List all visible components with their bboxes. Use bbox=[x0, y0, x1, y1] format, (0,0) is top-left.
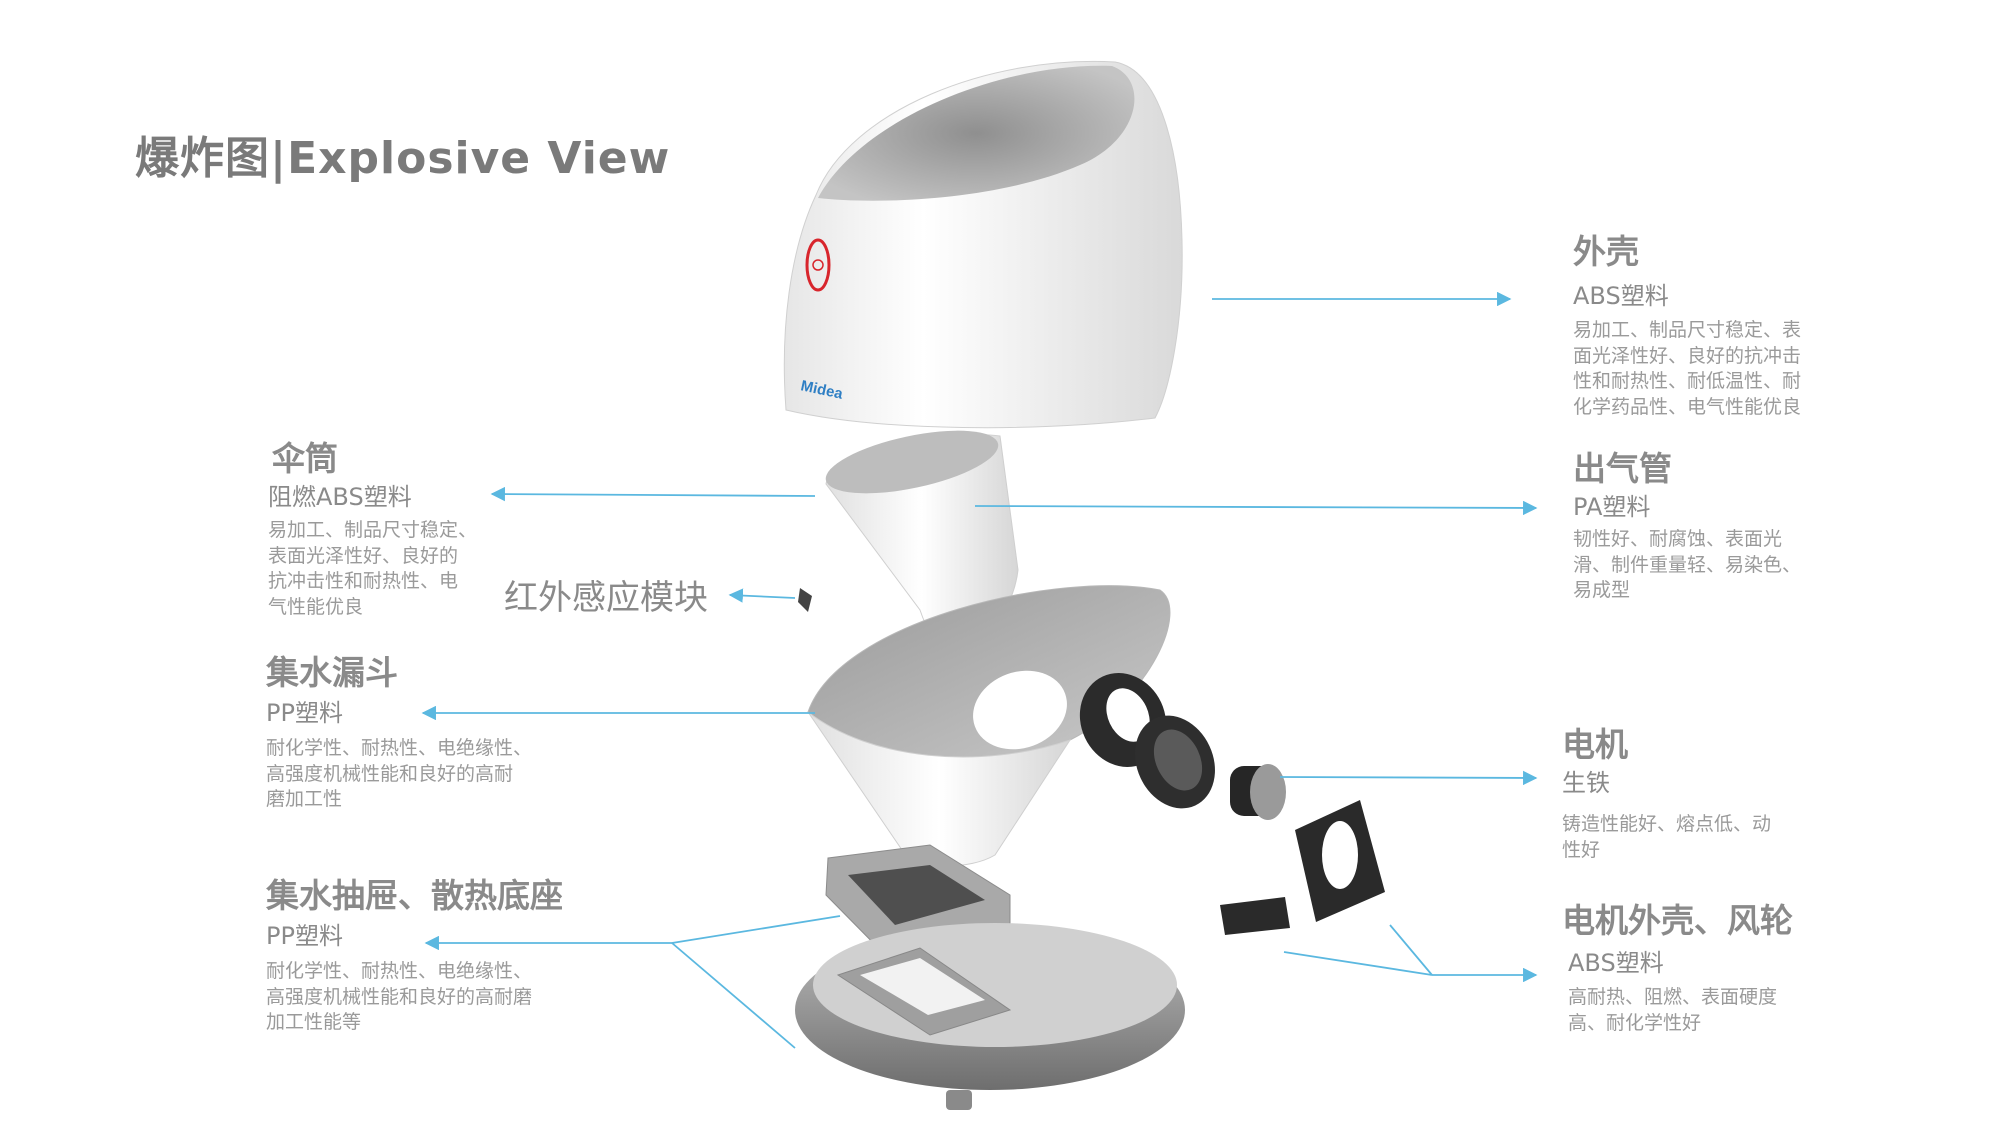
shell-material: ABS塑料 bbox=[1573, 282, 1669, 310]
page-title: 爆炸图|Explosive View bbox=[135, 133, 671, 184]
outlet-pipe-title: 出气管 bbox=[1573, 449, 1672, 488]
shell-label: 外壳 ABS塑料 易加工、制品尺寸稳定、表 面光泽性好、良好的抗冲击 性和耐热性… bbox=[1573, 231, 1801, 420]
funnel-part bbox=[807, 585, 1171, 867]
motor-housing-fan-desc: 高耐热、阻燃、表面硬度 高、耐化学性好 bbox=[1568, 986, 1778, 1034]
funnel-material: PP塑料 bbox=[266, 699, 343, 727]
umbrella-label: 伞筒 阻燃ABS塑料 易加工、制品尺寸稳定、 表面光泽性好、良好的 抗冲击性和耐… bbox=[268, 438, 477, 620]
motor-material: 生铁 bbox=[1562, 769, 1610, 797]
motor-title: 电机 bbox=[1562, 725, 1628, 764]
motor-housing-fan-title: 电机外壳、风轮 bbox=[1562, 901, 1793, 940]
funnel-desc: 耐化学性、耐热性、电绝缘性、 高强度机械性能和良好的高耐 磨加工性 bbox=[266, 737, 533, 810]
motor-housing-fan-label: 电机外壳、风轮 ABS塑料 高耐热、阻燃、表面硬度 高、耐化学性好 bbox=[1562, 900, 1793, 1036]
funnel-title: 集水漏斗 bbox=[266, 653, 398, 692]
motor-housing-fan-material: ABS塑料 bbox=[1568, 949, 1664, 977]
motor-housing-leader-a bbox=[1389, 924, 1433, 976]
umbrella-title: 伞筒 bbox=[272, 439, 338, 478]
outlet-pipe-material: PA塑料 bbox=[1573, 493, 1651, 521]
drawer-base-desc: 耐化学性、耐热性、电绝缘性、 高强度机械性能和良好的高耐磨 加工性能等 bbox=[266, 960, 533, 1033]
drawer-base-label: 集水抽屉、散热底座 PP塑料 耐化学性、耐热性、电绝缘性、 高强度机械性能和良好… bbox=[266, 875, 563, 1036]
shell-title: 外壳 bbox=[1573, 232, 1639, 271]
drawer-base-title: 集水抽屉、散热底座 bbox=[266, 876, 563, 915]
umbrella-leader bbox=[490, 486, 816, 502]
umbrella-desc: 易加工、制品尺寸稳定、 表面光泽性好、良好的 抗冲击性和耐热性、电 气性能优良 bbox=[268, 519, 478, 618]
leader-lines bbox=[421, 291, 1538, 1049]
motor-fan-part bbox=[1079, 673, 1385, 935]
outlet-pipe-desc: 韧性好、耐腐蚀、表面光 滑、制件重量轻、易染色、 易成型 bbox=[1573, 528, 1802, 601]
motor-desc: 铸造性能好、熔点低、动 性好 bbox=[1562, 813, 1772, 861]
ir-module-leader bbox=[728, 588, 796, 603]
motor-label: 电机 生铁 铸造性能好、熔点低、动 性好 bbox=[1562, 724, 1771, 863]
outlet-pipe-label: 出气管 PA塑料 韧性好、耐腐蚀、表面光 滑、制件重量轻、易染色、 易成型 bbox=[1573, 448, 1801, 604]
motor-housing-leader-b bbox=[1283, 951, 1433, 976]
umbrella-material: 阻燃ABS塑料 bbox=[268, 483, 412, 511]
drawer-leader bbox=[671, 915, 841, 944]
outlet-pipe-leader bbox=[974, 500, 1538, 516]
shell-desc: 易加工、制品尺寸稳定、表 面光泽性好、良好的抗冲击 性和耐热性、耐低温性、耐 化… bbox=[1573, 319, 1802, 418]
motor-leader bbox=[1279, 770, 1538, 786]
ir-module-part bbox=[798, 588, 812, 612]
base-part bbox=[795, 923, 1185, 1110]
funnel-label: 集水漏斗 PP塑料 耐化学性、耐热性、电绝缘性、 高强度机械性能和良好的高耐 磨… bbox=[266, 652, 532, 813]
ir-module-label: 红外感应模块 bbox=[504, 578, 708, 618]
base-leader bbox=[671, 942, 796, 1049]
shell-part: Midea bbox=[783, 60, 1183, 429]
drawer-base-material: PP塑料 bbox=[266, 922, 343, 950]
